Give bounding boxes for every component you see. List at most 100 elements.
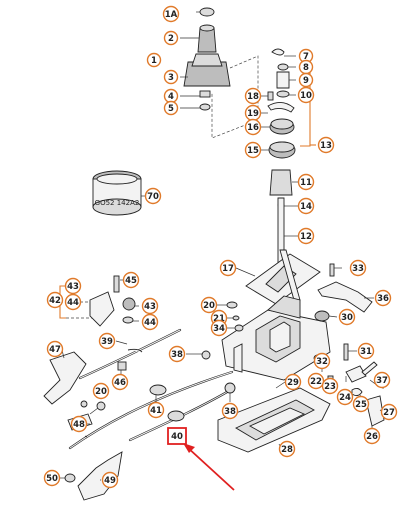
callout-27: 27 bbox=[380, 403, 398, 421]
callout-marker bbox=[92, 382, 110, 400]
callout-14: 14 bbox=[297, 197, 315, 215]
callout-number: 44 bbox=[144, 318, 156, 328]
base-plate bbox=[217, 381, 331, 453]
callout-2: 2 bbox=[163, 30, 179, 46]
callout-marker bbox=[141, 297, 159, 315]
callout-marker bbox=[307, 372, 325, 390]
callout-marker bbox=[43, 469, 61, 487]
shift-gate-plate bbox=[235, 249, 321, 305]
callout-number: 14 bbox=[300, 202, 312, 212]
lower-left-lever bbox=[60, 451, 123, 501]
callout-marker bbox=[336, 388, 354, 406]
callout-marker bbox=[167, 427, 187, 445]
callout-number: 2 bbox=[168, 34, 174, 44]
callout-marker bbox=[64, 293, 82, 311]
highlight-arrow bbox=[183, 443, 235, 491]
small-fasteners-left bbox=[216, 301, 244, 332]
callout-number: 10 bbox=[300, 91, 312, 101]
shifter-housing bbox=[221, 295, 338, 381]
callout-50: 50 bbox=[43, 469, 61, 487]
callout-marker bbox=[297, 173, 315, 191]
callout-1: 1 bbox=[146, 52, 162, 68]
callout-31: 31 bbox=[357, 342, 375, 360]
callout-46: 46 bbox=[111, 373, 129, 391]
callout-20b: 20 bbox=[92, 382, 110, 400]
callout-30: 30 bbox=[338, 308, 356, 326]
callout-number: 4 bbox=[168, 92, 174, 102]
callout-43b: 43 bbox=[141, 297, 159, 315]
callout-8: 8 bbox=[298, 59, 314, 75]
ring-part-70: GO52 142A2 bbox=[92, 170, 146, 216]
callout-18: 18 bbox=[244, 87, 262, 105]
callout-38a: 38 bbox=[168, 345, 186, 363]
callout-47: 47 bbox=[46, 340, 64, 358]
callout-marker bbox=[168, 345, 186, 363]
callout-marker bbox=[64, 277, 82, 295]
callout-number: 26 bbox=[366, 432, 378, 442]
callout-marker bbox=[46, 340, 64, 358]
callout-marker bbox=[244, 87, 262, 105]
callout-32: 32 bbox=[313, 352, 331, 370]
callout-number: 39 bbox=[101, 337, 113, 347]
callout-44a: 44 bbox=[64, 293, 82, 311]
callout-number: 21 bbox=[213, 314, 225, 324]
callout-marker bbox=[101, 471, 119, 489]
callout-39: 39 bbox=[98, 332, 116, 350]
callout-38b: 38 bbox=[221, 402, 239, 420]
callout-number: 27 bbox=[383, 408, 395, 418]
callout-number: 46 bbox=[114, 378, 126, 388]
callout-marker bbox=[98, 332, 116, 350]
callout-number: 31 bbox=[360, 347, 372, 357]
callout-marker bbox=[352, 395, 370, 413]
callout-49: 49 bbox=[101, 471, 119, 489]
callout-marker bbox=[317, 136, 335, 154]
callout-marker bbox=[349, 259, 367, 277]
callout-22: 22 bbox=[307, 372, 325, 390]
callout-number: 38 bbox=[224, 407, 236, 417]
callout-number: 20 bbox=[203, 301, 215, 311]
callout-number: 70 bbox=[147, 192, 159, 202]
callout-marker bbox=[200, 296, 218, 314]
callout-number: 28 bbox=[281, 445, 293, 455]
callout-70: 70 bbox=[144, 187, 162, 205]
callout-number: 23 bbox=[324, 382, 336, 392]
callout-10: 10 bbox=[297, 86, 315, 104]
callout-number: 30 bbox=[341, 313, 353, 323]
callout-number: 9 bbox=[303, 76, 309, 86]
callout-number: 48 bbox=[73, 420, 85, 430]
left-brackets bbox=[43, 275, 139, 425]
callout-marker bbox=[70, 415, 88, 433]
callout-11: 11 bbox=[297, 173, 315, 191]
callout-marker bbox=[219, 259, 237, 277]
callout-number: 22 bbox=[310, 377, 322, 387]
callout-44b: 44 bbox=[141, 313, 159, 331]
callout-marker bbox=[363, 427, 381, 445]
callout-15: 15 bbox=[244, 141, 262, 159]
callout-marker bbox=[244, 141, 262, 159]
callout-13: 13 bbox=[317, 136, 335, 154]
callout-number: 7 bbox=[303, 52, 309, 62]
callout-number: 1A bbox=[165, 10, 178, 20]
callout-number: 43 bbox=[144, 302, 156, 312]
callout-3: 3 bbox=[163, 69, 179, 85]
callout-9: 9 bbox=[298, 72, 314, 88]
callout-marker bbox=[373, 371, 391, 389]
callout-26: 26 bbox=[363, 427, 381, 445]
callout-number: 41 bbox=[150, 406, 162, 416]
callout-1A: 1A bbox=[162, 5, 180, 23]
callout-marker bbox=[146, 52, 162, 68]
callout-number: 3 bbox=[168, 73, 174, 83]
callout-number: 25 bbox=[355, 400, 367, 410]
callout-5: 5 bbox=[163, 100, 179, 116]
callout-34: 34 bbox=[210, 319, 228, 337]
callout-number: 44 bbox=[67, 298, 79, 308]
gear-knob-assembly bbox=[180, 7, 259, 139]
callout-number: 16 bbox=[247, 123, 259, 133]
shift-cables bbox=[67, 328, 236, 450]
callout-marker bbox=[163, 69, 179, 85]
callout-41: 41 bbox=[147, 401, 165, 419]
callout-marker bbox=[141, 313, 159, 331]
callout-43a: 43 bbox=[64, 277, 82, 295]
callout-marker bbox=[221, 402, 239, 420]
